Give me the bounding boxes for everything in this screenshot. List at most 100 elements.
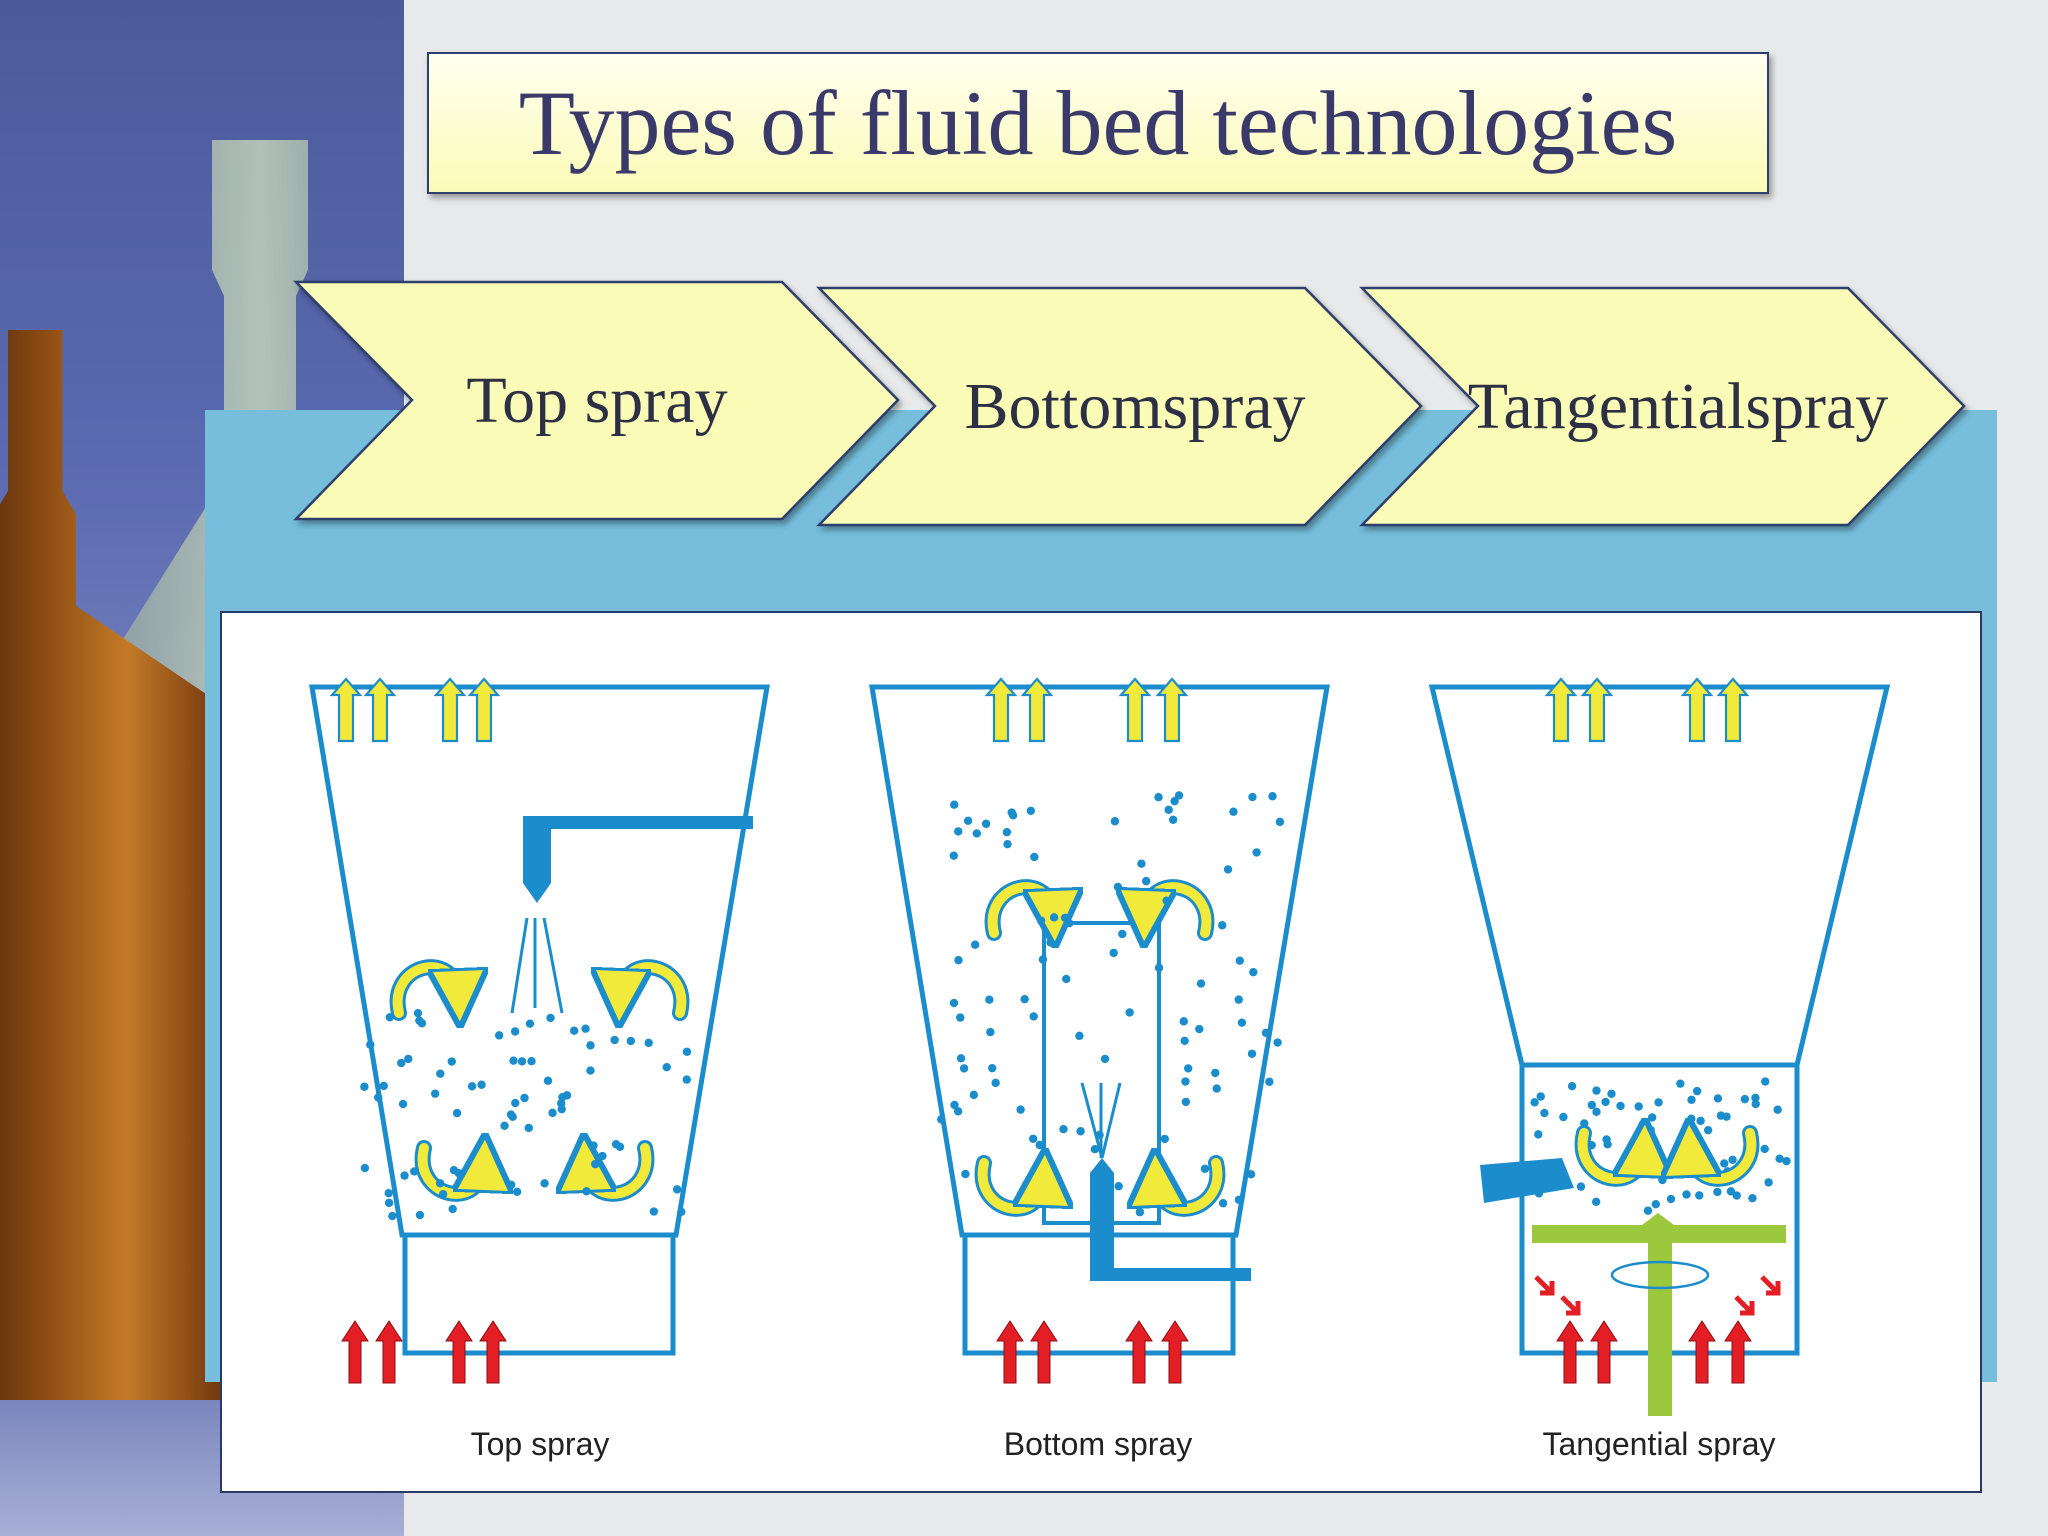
particle-dot — [969, 1090, 979, 1100]
air-in-arrow — [445, 1320, 473, 1384]
particle-dot — [1732, 1191, 1741, 1200]
particle-dot — [937, 1115, 946, 1124]
particle-dot — [970, 940, 980, 949]
particle-dot — [1666, 1194, 1676, 1204]
particle-dot — [985, 995, 994, 1004]
particle-dot — [1218, 1199, 1228, 1208]
particle-dot — [1695, 1191, 1704, 1200]
air-out-arrow — [363, 677, 397, 743]
particle-dot — [1026, 806, 1036, 816]
particle-dot — [520, 1093, 529, 1103]
particle-dot — [610, 1035, 619, 1045]
particle-dot — [988, 1063, 997, 1073]
particle-dot — [1587, 1100, 1597, 1110]
particle-dot — [981, 819, 991, 828]
particle-dot — [1196, 979, 1206, 988]
air-in-arrow — [1125, 1320, 1153, 1384]
particle-dot — [581, 1024, 590, 1033]
particle-dot — [452, 1108, 462, 1118]
particle-dot — [1183, 1064, 1193, 1073]
particle-dot — [1751, 1093, 1760, 1102]
particle-dot — [972, 829, 982, 838]
particle-dot — [557, 1104, 566, 1114]
particle-dot — [1559, 1112, 1568, 1122]
particle-dot — [430, 1089, 440, 1098]
particle-dot — [524, 1123, 533, 1133]
particle-dot — [525, 1019, 535, 1028]
particle-dot — [1229, 807, 1238, 816]
particle-dot — [1268, 792, 1277, 801]
particle-dot — [397, 1058, 406, 1068]
particle-dot — [1234, 1195, 1244, 1205]
particle-dot — [1261, 1028, 1271, 1038]
particle-dot — [546, 1013, 555, 1023]
particle-dot — [384, 1188, 393, 1198]
particle-dot — [644, 1038, 653, 1048]
particle-dot — [1764, 1178, 1773, 1187]
particle-dot — [956, 1013, 965, 1022]
particle-dot — [447, 1057, 456, 1066]
particle-dot — [1248, 792, 1257, 802]
air-in-arrow — [1724, 1320, 1752, 1384]
particle-dot — [598, 1151, 607, 1161]
particle-dot — [586, 1066, 595, 1075]
air-in-arrow — [1734, 1295, 1755, 1316]
particle-dot — [404, 1054, 413, 1064]
air-in-arrow — [1534, 1275, 1555, 1296]
chevron-shape — [293, 280, 900, 521]
particle-dot — [611, 1140, 621, 1149]
circulation-arrow — [1577, 1133, 1644, 1184]
particle-dot — [1696, 1116, 1705, 1126]
particle-dot — [682, 1075, 691, 1084]
particle-dot — [1038, 955, 1048, 964]
particle-dot — [1751, 1099, 1760, 1109]
particle-dot — [649, 1207, 659, 1216]
particle-dot — [398, 1099, 408, 1109]
particle-dot — [1682, 1190, 1691, 1199]
particle-dot — [1616, 1101, 1625, 1111]
particle-dot — [1692, 1086, 1702, 1096]
air-out-arrow — [1020, 677, 1054, 743]
particle-dot — [517, 1057, 527, 1066]
particle-dot — [1160, 1134, 1169, 1144]
air-out-arrow — [1680, 677, 1714, 743]
particle-dot — [1090, 1145, 1100, 1154]
particle-dot — [388, 1211, 397, 1221]
particle-dot — [677, 1207, 686, 1217]
particle-dot — [950, 800, 959, 809]
particle-dot — [954, 827, 963, 836]
spray-jet — [510, 917, 529, 1014]
particle-dot — [1195, 1024, 1204, 1034]
particle-dot — [582, 1187, 591, 1196]
particle-dot — [1180, 1036, 1189, 1045]
particle-dot — [1113, 882, 1123, 892]
particle-dot — [1029, 1012, 1038, 1021]
particle-dot — [1601, 1097, 1610, 1107]
spray-line — [523, 816, 753, 829]
spray-nozzle — [523, 816, 551, 903]
particle-dot — [1773, 1105, 1782, 1114]
particle-dot — [562, 1091, 572, 1100]
circulation-arrow — [977, 1163, 1044, 1214]
particle-dot — [1687, 1095, 1696, 1104]
particle-dot — [1211, 1068, 1220, 1078]
particle-dot — [1223, 865, 1233, 874]
air-in-arrow — [1161, 1320, 1189, 1384]
particle-dot — [1273, 1038, 1282, 1047]
particle-dot — [400, 1171, 409, 1180]
fluid-bed-diagram — [220, 611, 1982, 1493]
particle-dot — [1265, 1077, 1274, 1086]
particle-dot — [500, 1121, 509, 1131]
air-out-arrow — [329, 677, 363, 743]
particle-dot — [1016, 1105, 1025, 1114]
particle-dot — [436, 1069, 445, 1078]
particle-dot — [1114, 1182, 1123, 1191]
particle-dot — [1722, 1112, 1731, 1121]
particle-dot — [413, 1008, 423, 1018]
particle-dot — [1170, 796, 1179, 806]
particle-dot — [1534, 1130, 1543, 1139]
particle-dot — [682, 1047, 692, 1056]
particle-dot — [1181, 1077, 1190, 1086]
circulation-arrow — [1145, 882, 1212, 933]
particle-dot — [1075, 1031, 1084, 1041]
